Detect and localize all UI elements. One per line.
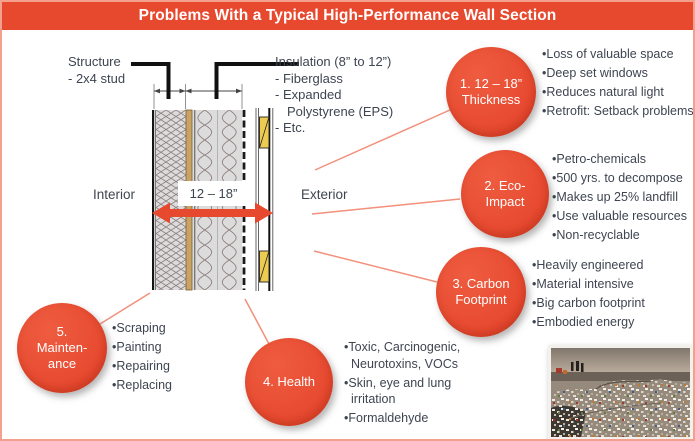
problem-circle-eco-impact: 2. Eco- Impact	[461, 150, 549, 238]
bullet-item: Painting	[112, 339, 212, 356]
structure-label: Structure	[68, 54, 121, 69]
bullet-item: Non-recyclable	[552, 227, 693, 244]
wall-width-label: 12 – 18”	[178, 181, 249, 206]
furring-block	[259, 116, 270, 149]
insulation-item: - Etc.	[275, 120, 306, 135]
insulation-item: - Fiberglass	[275, 70, 343, 86]
bullet-item: Repairing	[112, 358, 212, 375]
problem-bullets-eco-impact: Petro-chemicals 500 yrs. to decompose Ma…	[552, 151, 693, 246]
bullet-item: Big carbon footprint	[532, 295, 684, 312]
structure-label-block: Structure - 2x4 stud	[68, 54, 125, 87]
connector-lines	[99, 109, 461, 345]
problem-bullets-health: Toxic, Carcinogenic, Neurotoxins, VOCs S…	[344, 339, 496, 429]
bullet-item: Scraping	[112, 320, 212, 337]
problem-bullets-maintenance: Scraping Painting Repairing Replacing	[112, 320, 212, 396]
landfill-photo	[548, 345, 693, 439]
bullet-item: Reduces natural light	[542, 84, 693, 101]
problem-bullets-thickness: Loss of valuable space Deep set windows …	[542, 46, 693, 122]
problem-circle-health: 4. Health	[245, 338, 333, 426]
furring-block	[259, 250, 270, 283]
bullet-item: Use valuable resources	[552, 208, 693, 225]
page-title: Problems With a Typical High-Performance…	[2, 2, 693, 30]
insulation-label: Insulation (8” to 12”)	[275, 54, 392, 69]
problem-circle-thickness: 1. 12 – 18” Thickness	[446, 47, 536, 137]
bullet-item: Loss of valuable space	[542, 46, 693, 63]
bullet-item: Petro-chemicals	[552, 151, 693, 168]
structure-leader-line	[131, 62, 171, 99]
insulation-item: Polystyrene (EPS)	[287, 103, 394, 119]
interior-label: Interior	[93, 187, 136, 202]
bullet-item: Heavily engineered	[532, 257, 684, 274]
bullet-item: Formaldehyde	[344, 410, 496, 427]
dimension-lines	[153, 84, 243, 109]
insulation-label-block: Insulation (8” to 12”) - Fiberglass - Ex…	[275, 54, 420, 137]
interior-finish-layer	[152, 110, 155, 290]
problem-circle-carbon-footprint: 3. Carbon Footprint	[436, 247, 526, 337]
exterior-label: Exterior	[301, 187, 348, 202]
bullet-item: Skin, eye and lung irritation	[344, 375, 496, 408]
bullet-item: Makes up 25% landfill	[552, 189, 693, 206]
structure-item: - 2x4 stud	[68, 70, 126, 86]
bullet-item: 500 yrs. to decompose	[552, 170, 693, 187]
bullet-item: Material intensive	[532, 276, 684, 293]
connector-line-carbon	[313, 250, 438, 283]
people-silhouettes	[571, 361, 584, 372]
landfill-photo-art	[551, 348, 690, 437]
problem-bullets-carbon-footprint: Heavily engineered Material intensive Bi…	[532, 257, 684, 333]
bullet-item: Embodied energy	[532, 314, 684, 331]
bullet-item: Replacing	[112, 377, 212, 394]
bullet-item: Retrofit: Setback problems	[542, 103, 693, 120]
bullet-item: Toxic, Carcinogenic, Neurotoxins, VOCs	[344, 339, 496, 372]
connector-line-health	[244, 298, 270, 345]
insulation-item: - Expanded	[275, 87, 342, 102]
bullet-item: Deep set windows	[542, 65, 693, 82]
problem-circle-maintenance: 5. Mainten- ance	[17, 303, 107, 393]
